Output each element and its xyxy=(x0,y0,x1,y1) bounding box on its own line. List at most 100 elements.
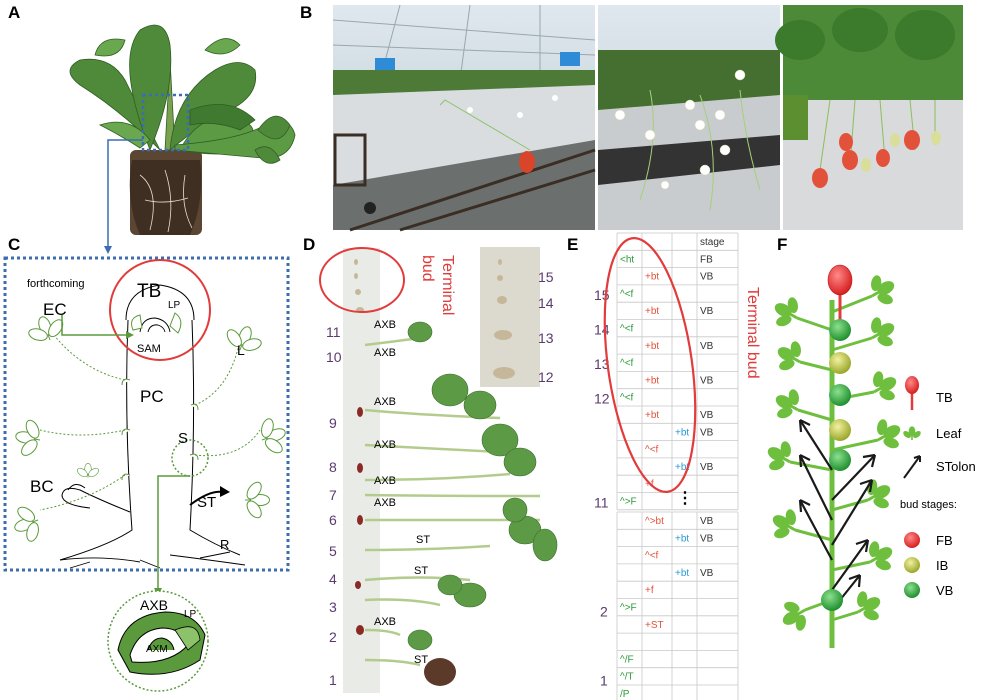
node-numbers: 11 10 9 8 7 6 5 4 3 2 1 15 14 13 12 xyxy=(326,269,554,688)
node-number: 11 xyxy=(326,324,341,340)
vb-bud xyxy=(829,319,851,341)
terminal-bud-ellipse xyxy=(603,237,697,493)
node-number: 6 xyxy=(329,512,337,528)
bud-word: bud xyxy=(419,255,436,282)
dissected-leaves xyxy=(407,321,558,651)
node-number: 2 xyxy=(329,629,337,645)
node-number: 13 xyxy=(594,356,610,372)
table-cell: +bt xyxy=(675,533,689,544)
inset-number: 15 xyxy=(538,269,554,285)
table-cell: FB xyxy=(700,254,713,265)
greenhouse-photo-1 xyxy=(332,4,596,232)
root-label: R xyxy=(220,537,229,552)
table-cell: +bt xyxy=(645,306,659,317)
table-cell: VB xyxy=(700,306,714,317)
table-cell: VB xyxy=(700,516,714,527)
node-number: 1 xyxy=(600,673,608,689)
d-label: AXB xyxy=(374,616,396,628)
table-cell: +bt xyxy=(675,462,689,473)
bc-label: BC xyxy=(30,477,54,496)
stolon-arrows xyxy=(799,419,876,611)
table-cell: +f xyxy=(645,585,654,596)
ib-bud xyxy=(829,419,851,441)
table-cell: ^<f xyxy=(620,393,634,404)
legend: TB Leaf STolon bud stages: FB IB VB xyxy=(900,376,976,598)
node-number: 12 xyxy=(594,391,610,407)
terminal-bud-circle-d xyxy=(319,247,405,313)
legend-ib: IB xyxy=(936,558,948,573)
node-number: 14 xyxy=(594,322,610,338)
panel-letter-a: A xyxy=(8,3,20,22)
node-number: 10 xyxy=(326,349,342,365)
table-cell: ^>F xyxy=(620,603,637,614)
legend-stolon-icon xyxy=(903,455,921,479)
table-cell: +bt xyxy=(645,341,659,352)
terminal-region-box xyxy=(141,93,190,152)
inset-number: 14 xyxy=(538,295,554,311)
node-number: 3 xyxy=(329,599,337,615)
ib-bud xyxy=(829,352,851,374)
terminal-bud-circle xyxy=(109,259,211,361)
hanging-fruit-photo xyxy=(775,5,963,230)
panel-f: F xyxy=(757,235,976,648)
d-label: ST xyxy=(414,654,428,666)
legend-stolon: STolon xyxy=(936,459,976,474)
table-cell: /P xyxy=(620,689,630,700)
tb-label: TB xyxy=(137,281,161,302)
inset-lp-label: LP xyxy=(184,609,197,620)
table-cell: VB xyxy=(700,410,714,421)
terminal-bud-word: Terminal bud xyxy=(744,287,761,379)
strawberry-plant-photo xyxy=(69,24,296,235)
d-label: AXB xyxy=(374,439,396,451)
terminal-bud-icon xyxy=(827,264,853,296)
st-label: ST xyxy=(197,494,216,511)
table-cell: VB xyxy=(700,341,714,352)
node-number: 8 xyxy=(329,459,337,475)
table-cell: VB xyxy=(700,568,714,579)
inset-axm-label: AXM xyxy=(146,644,168,655)
legend-vb: VB xyxy=(936,583,953,598)
legend-tb-icon xyxy=(905,376,919,394)
forthcoming-label: forthcoming xyxy=(27,278,84,290)
table-cell: ^<f xyxy=(620,324,634,335)
pc-label: PC xyxy=(140,387,164,406)
table-cell: +bt xyxy=(675,427,689,438)
greenhouse-photo-2 xyxy=(598,5,780,230)
table-cell: VB xyxy=(700,462,714,473)
legend-fb: FB xyxy=(936,533,953,548)
legend-leaf-icon xyxy=(901,425,923,441)
table-cell: +bt xyxy=(645,272,659,283)
schematic-frame xyxy=(3,256,290,572)
panel-c: C xyxy=(3,235,292,692)
connector-arrow-icon xyxy=(104,246,112,254)
table-cell: <ht xyxy=(620,254,634,265)
connector-a-to-c xyxy=(107,139,143,248)
axillary-bud-inset: AXB LP AXM xyxy=(107,590,209,692)
table-ellipsis: ⋮ xyxy=(677,490,693,507)
legend-leaf: Leaf xyxy=(936,426,962,441)
dissection-inset xyxy=(480,247,540,387)
panel-letter-c: C xyxy=(8,235,20,254)
panel-letter-f: F xyxy=(777,235,787,254)
node-number: 2 xyxy=(600,604,608,620)
node-number: 4 xyxy=(329,571,337,587)
lp-label: LP xyxy=(168,300,181,311)
table-cell: VB xyxy=(700,272,714,283)
panel-letter-b: B xyxy=(300,3,312,22)
node-number: 1 xyxy=(329,672,337,688)
node-number: 9 xyxy=(329,415,337,431)
table-cell: +ST xyxy=(645,620,664,631)
table-cell: ^<f xyxy=(620,289,634,300)
d-label: AXB xyxy=(374,396,396,408)
table-cell: ^>F xyxy=(620,497,637,508)
table-cell: ^<f xyxy=(645,445,659,456)
table-cell: ^>bt xyxy=(645,516,664,527)
inset-number: 13 xyxy=(538,330,554,346)
node-number: 7 xyxy=(329,487,337,503)
legend-tb: TB xyxy=(936,390,953,405)
d-label: AXB xyxy=(374,319,396,331)
sam-label: SAM xyxy=(137,343,161,355)
d-label: AXB xyxy=(374,497,396,509)
